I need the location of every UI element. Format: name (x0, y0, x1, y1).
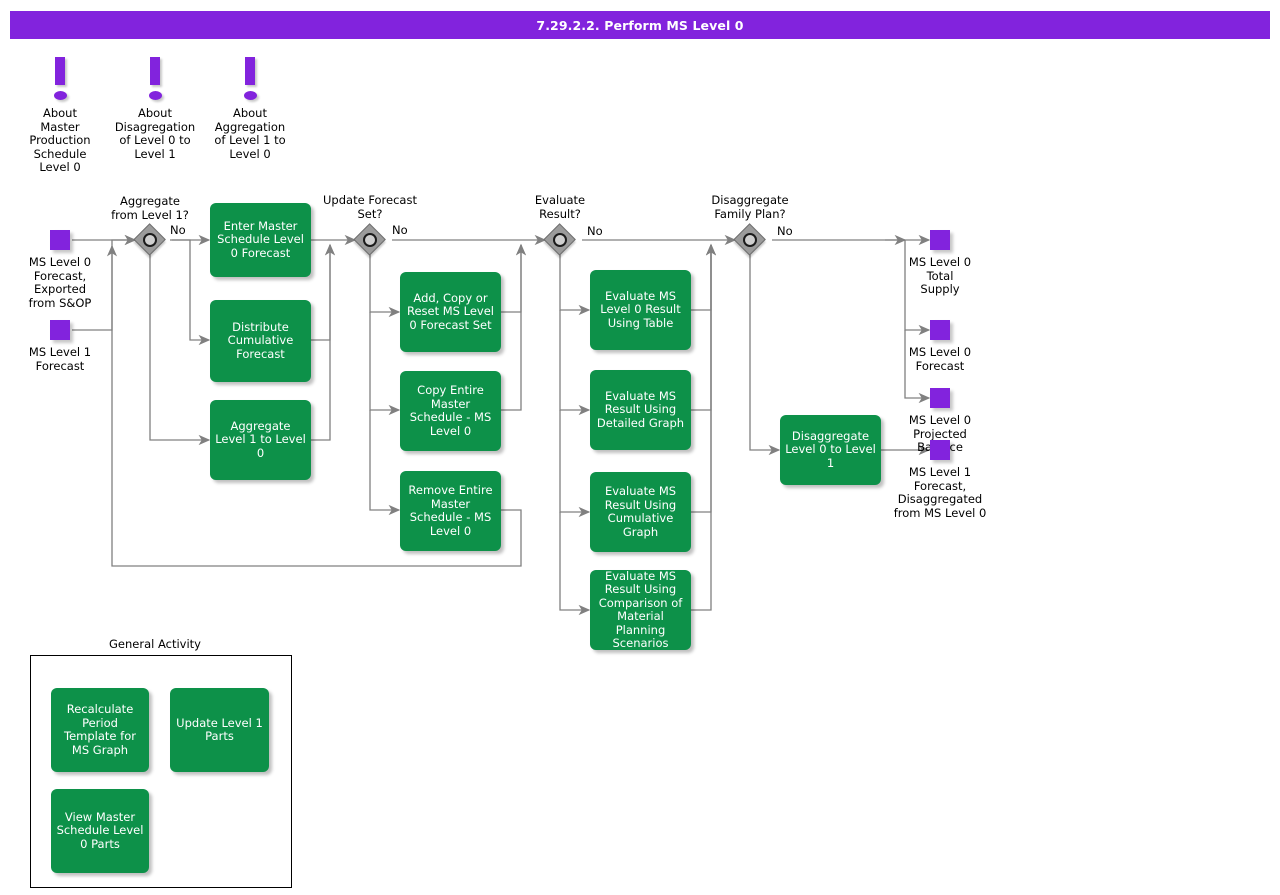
activity-disaggregate-level-0-to-level-1[interactable]: Disaggregate Level 0 to Level 1 (780, 415, 881, 485)
decision-ring-icon (143, 233, 157, 247)
info-marker-label: About Disagregation of Level 0 to Level … (114, 106, 196, 161)
activity-update-level-1-parts[interactable]: Update Level 1 Parts (170, 688, 269, 772)
activity-recalculate-period-template-for-ms-graph[interactable]: Recalculate Period Template for MS Graph (51, 688, 149, 772)
info-marker-disagregation[interactable]: About Disagregation of Level 0 to Level … (95, 55, 215, 161)
output-node-label: MS Level 1 Forecast, Disaggregated from … (893, 465, 987, 520)
activity-evaluate-ms-result-using-cumulative-graph[interactable]: Evaluate MS Result Using Cumulative Grap… (590, 472, 691, 552)
activity-enter-master-schedule-level-0-forecast[interactable]: Enter Master Schedule Level 0 Forecast (210, 203, 311, 277)
activity-evaluate-ms-level-0-result-using-table[interactable]: Evaluate MS Level 0 Result Using Table (590, 270, 691, 350)
activity-remove-entire-master-schedule-ms-level-0[interactable]: Remove Entire Master Schedule - MS Level… (400, 471, 501, 551)
input-node-label: MS Level 1 Forecast (28, 345, 92, 373)
info-marker-label: About Aggregation of Level 1 to Level 0 (214, 106, 286, 161)
decision-label-update-forecast-set: Update Forecast Set? (323, 193, 417, 221)
activity-evaluate-ms-result-using-comparison-of-material-planning-scenarios[interactable]: Evaluate MS Result Using Comparison of M… (590, 569, 691, 650)
exclamation-icon (0, 55, 120, 107)
exclamation-icon (190, 55, 310, 107)
terminal-square (930, 440, 950, 460)
info-marker-master-production-schedule[interactable]: About Master Production Schedule Level 0 (0, 55, 120, 175)
activity-distribute-cumulative-forecast[interactable]: Distribute Cumulative Forecast (210, 300, 311, 382)
terminal-square (50, 320, 70, 340)
decision-no-label: No (392, 223, 408, 237)
decision-evaluate-result[interactable] (543, 223, 577, 257)
output-node-label: MS Level 0 Total Supply (908, 255, 972, 296)
activity-add-copy-or-reset-ms-level-0-forecast-set[interactable]: Add, Copy or Reset MS Level 0 Forecast S… (400, 272, 501, 352)
decision-label-disaggregate-family-plan: Disaggregate Family Plan? (711, 193, 789, 221)
info-marker-label: About Master Production Schedule Level 0 (29, 106, 91, 174)
general-activity-title: General Activity (109, 637, 201, 651)
output-node-label: MS Level 0 Forecast (908, 345, 972, 373)
terminal-square (930, 230, 950, 250)
activity-aggregate-level-1-to-level-0[interactable]: Aggregate Level 1 to Level 0 (210, 400, 311, 480)
terminal-square (930, 320, 950, 340)
decision-ring-icon (363, 233, 377, 247)
decision-no-label: No (777, 224, 793, 238)
decision-ring-icon (743, 233, 757, 247)
decision-label-evaluate-result: Evaluate Result? (534, 193, 586, 221)
decision-disaggregate-family-plan[interactable] (733, 223, 767, 257)
decision-ring-icon (553, 233, 567, 247)
decision-aggregate-from-level-1[interactable] (133, 223, 167, 257)
page-title: 7.29.2.2. Perform MS Level 0 (10, 11, 1270, 39)
terminal-square (50, 230, 70, 250)
decision-label-aggregate-from-level-1: Aggregate from Level 1? (111, 194, 189, 222)
terminal-square (930, 388, 950, 408)
decision-no-label: No (170, 223, 186, 237)
info-marker-aggregation[interactable]: About Aggregation of Level 1 to Level 0 (190, 55, 310, 161)
decision-update-forecast-set[interactable] (353, 223, 387, 257)
activity-copy-entire-master-schedule-ms-level-0[interactable]: Copy Entire Master Schedule - MS Level 0 (400, 371, 501, 451)
decision-no-label: No (587, 224, 603, 238)
activity-view-master-schedule-level-0-parts[interactable]: View Master Schedule Level 0 Parts (51, 789, 149, 873)
input-node-label: MS Level 0 Forecast, Exported from S&OP (28, 255, 92, 310)
exclamation-icon (95, 55, 215, 107)
activity-evaluate-ms-result-using-detailed-graph[interactable]: Evaluate MS Result Using Detailed Graph (590, 370, 691, 450)
